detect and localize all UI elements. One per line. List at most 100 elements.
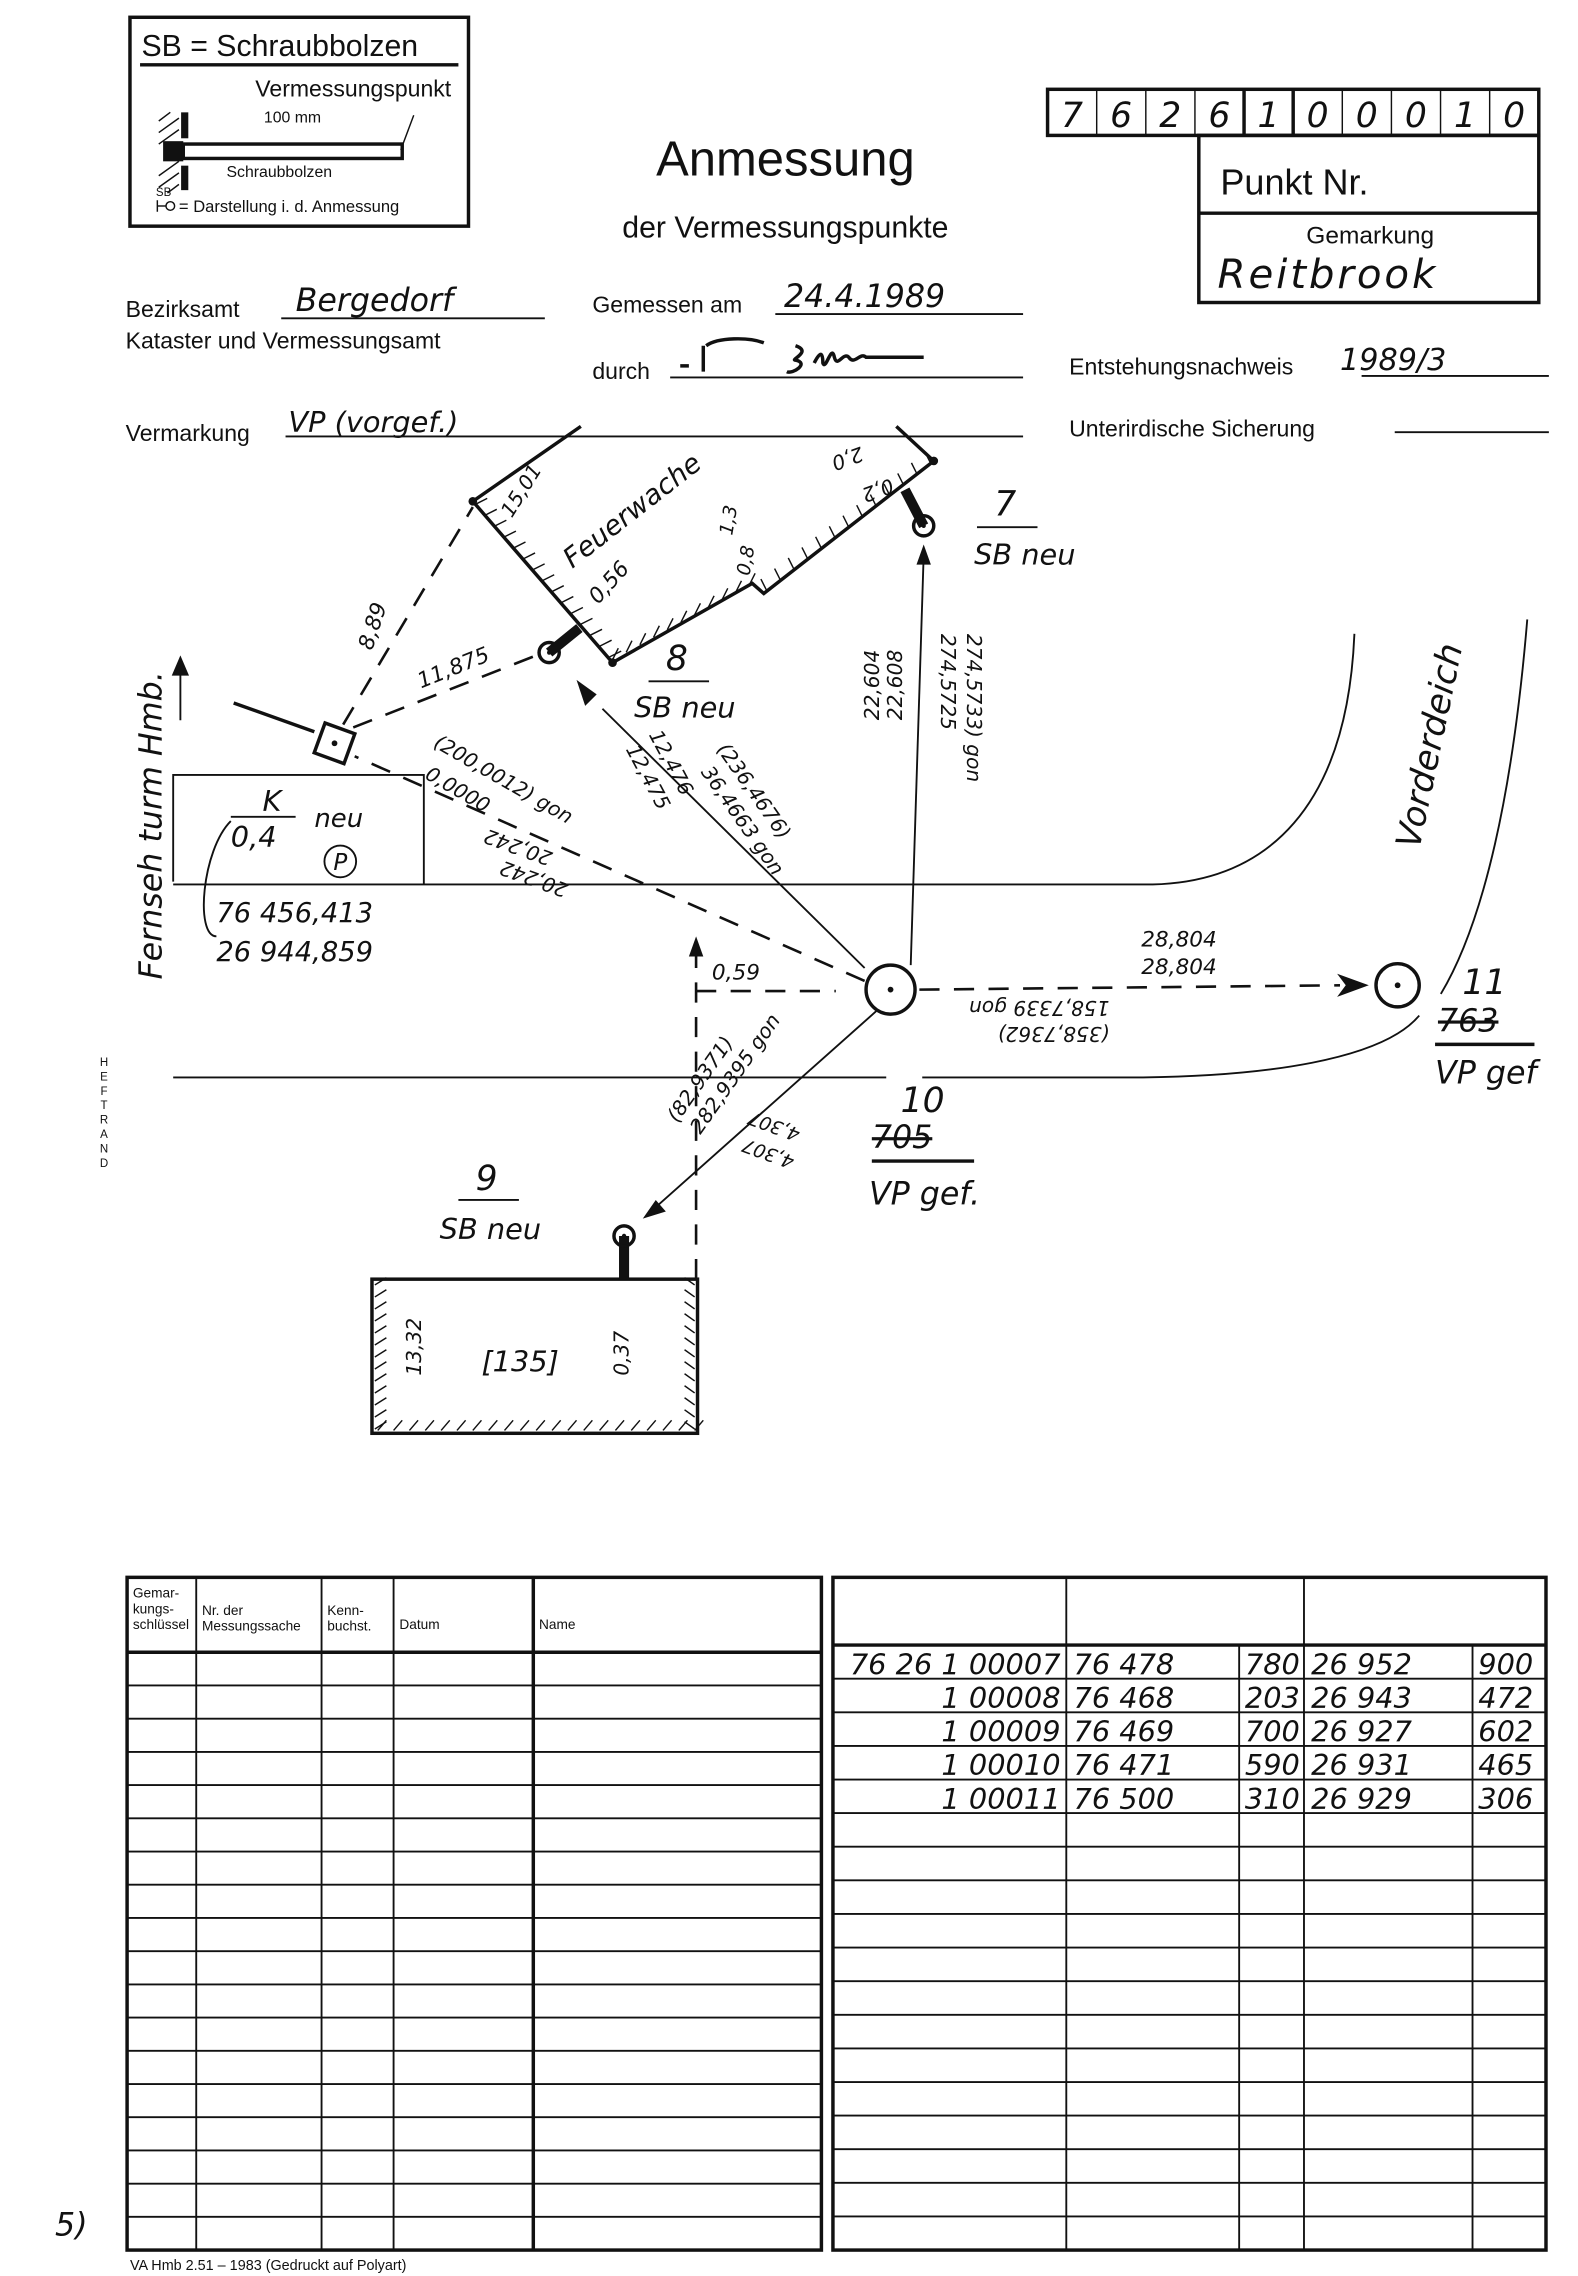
table-cell: 465 [1478,1748,1533,1782]
hatch-mark [842,515,850,528]
hatch-mark [567,1419,578,1431]
heftrand-letter: A [100,1129,108,1141]
header-line: Nr. der [202,1603,243,1618]
table-cell: 1 00010 [941,1748,1060,1782]
parking-label: P [333,850,347,876]
hatch-mark [694,602,702,616]
hatch-mark [721,587,729,601]
line-10-8 [601,708,866,969]
point-height: 0,4 [231,820,277,854]
kataster-label: Kataster und Vermessungsamt [126,328,442,354]
table-cell: 780 [1245,1647,1300,1681]
hatch-mark [374,1325,387,1334]
hatch-mark [504,530,517,538]
sicherung-label: Unterirdische Sicherung [1069,415,1315,441]
legend-sb-small: SB [156,187,172,199]
line-k-fernsehturm [233,701,315,734]
point-k-marker [311,720,358,766]
arrow-icon [576,679,597,706]
page-title: Anmessung [656,133,915,187]
point-8-label: 8 SB neu [634,639,735,725]
hatch-mark [484,508,498,516]
gemessen-label: Gemessen am [592,292,742,318]
hatch-mark [787,557,795,570]
point-number: 7 [994,485,1016,525]
arrow-icon [171,655,190,676]
measurement: 15,01 [496,460,547,522]
legend-length: 100 mm [264,109,321,126]
table-cell: 26 952 [1311,1647,1412,1681]
hatch-mark [523,552,536,560]
measurement: 274,5733) gon [962,634,986,782]
hatch-mark [869,494,877,507]
hatch-mark [694,1419,704,1431]
heftrand-letter: N [100,1143,108,1155]
line-10-11 [919,984,1341,991]
hatch-mark [773,568,782,581]
measurement: 28,804 [1141,927,1217,952]
hatch-mark [374,1289,387,1298]
point-9-marker [612,1224,636,1248]
table-cell: 26 929 [1311,1782,1412,1816]
heftrand-letter: E [100,1071,108,1083]
hatch-mark [684,1277,696,1286]
header-line: Kenn- [327,1603,363,1618]
line-10-7 [909,554,925,966]
corner-dot [468,496,478,506]
signature [680,337,924,374]
line-k-feuerwache [342,506,474,726]
measurement: 0,56 [584,557,635,609]
point-old-number: 705 [872,1120,932,1156]
hatch-mark [571,606,584,614]
measurement: 0,59 [712,961,760,986]
hatch-mark [684,1385,696,1394]
point-type: VP gef [1435,1055,1541,1091]
hatch-mark [815,536,823,549]
hatch-mark [611,647,619,661]
measurement: 0,8 [734,544,760,577]
hatch-mark [472,1419,482,1431]
hatch-mark [599,1419,609,1431]
number-digit: 1 [1454,96,1476,136]
table-cell: 26 931 [1311,1748,1412,1782]
point-type: neu [314,804,363,834]
point-10-label: 10 705 VP gef. [869,1081,980,1212]
hatch-mark [551,585,565,593]
hatch-mark [374,1313,387,1322]
building-number: [135] [481,1344,558,1378]
hatch-mark [393,1419,403,1431]
number-digit: 7 [1061,96,1083,136]
point-number: 8 [666,639,688,679]
point-k-label: K 0,4 neu P 76 456,413 26 944,859 [202,784,373,968]
sb-symbol-icon [156,200,176,212]
punkt-nr-label: Punkt Nr. [1220,161,1368,202]
line-10-9 [655,1010,877,1208]
hatch-mark [652,625,660,638]
hatch-mark [614,1419,625,1431]
hatch-mark [374,1337,387,1346]
table-cell: 306 [1478,1782,1533,1816]
hatch-mark [684,1337,696,1346]
hatch-mark [684,1397,696,1406]
hatch-mark [599,639,612,647]
table-header-cell: Gemar-kungs-schlüssel [133,1586,189,1633]
hatch-mark [475,497,488,505]
hatch-mark [748,572,756,586]
hatch-mark [684,1373,696,1382]
gemarkung-label: Gemarkung [1306,222,1434,249]
hatch-mark [456,1419,467,1431]
line-10-k [354,755,866,983]
measurement: 22,608 [883,650,907,721]
point-number: 9 [476,1159,498,1199]
number-digit: 6 [1110,96,1132,136]
hatch-mark [374,1301,387,1310]
table-cell: 900 [1478,1647,1533,1681]
hatch-mark [374,1361,387,1370]
legend-vermessungspunkt: Vermessungspunkt [255,76,451,102]
